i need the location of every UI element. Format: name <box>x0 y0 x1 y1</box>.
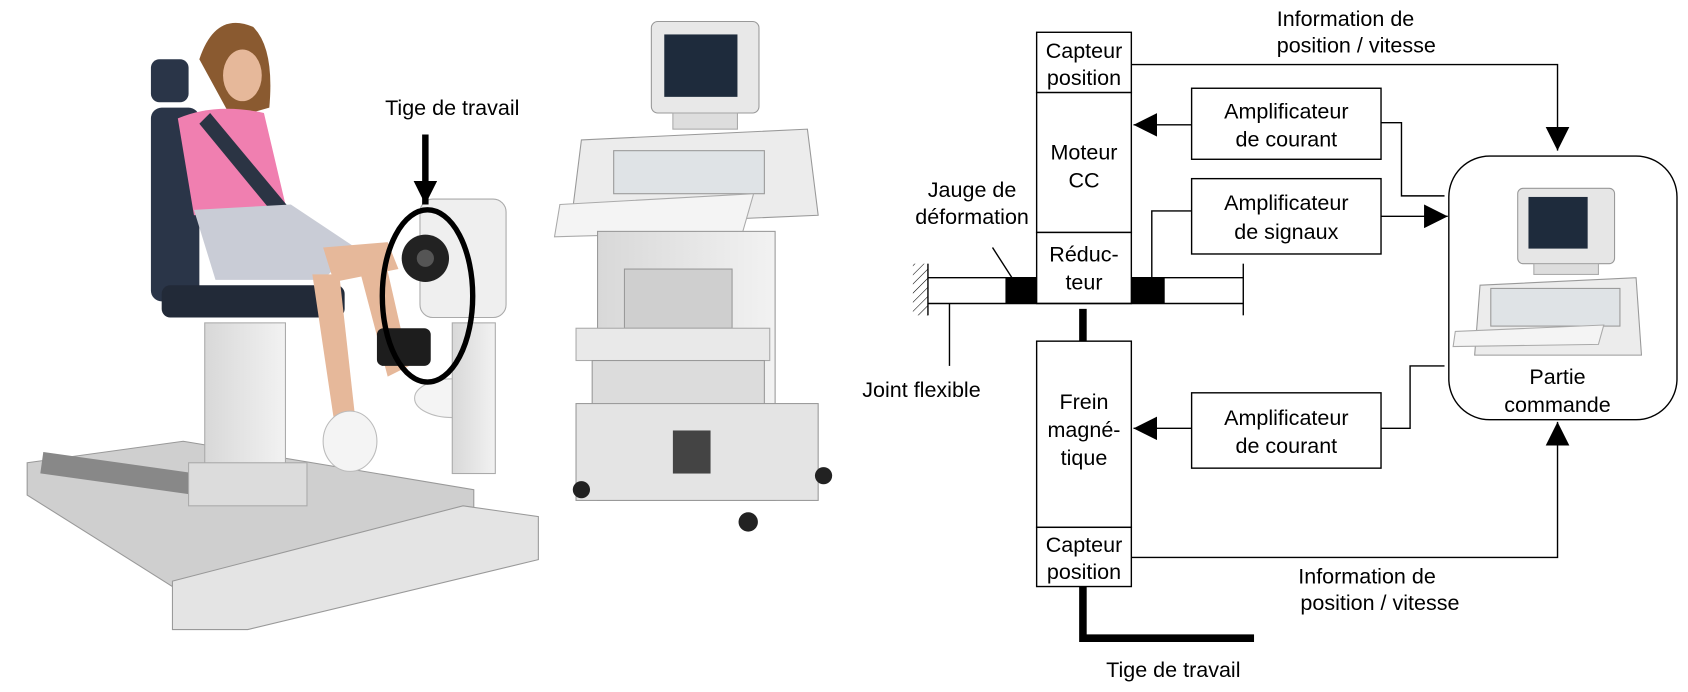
amplificateur-courant-top <box>1190 87 1382 160</box>
amp-courant-top-line1: Amplificateur <box>1224 99 1348 123</box>
tige-label: Tige de travail <box>1106 658 1240 682</box>
computer-cart <box>553 20 833 532</box>
computer-icon <box>1452 187 1643 356</box>
fixed-wall-hatch <box>912 263 928 316</box>
photo-label-tige: Tige de travail <box>385 96 519 120</box>
partie-commande-line2: commande <box>1504 393 1610 417</box>
block-diagram: Information de position / vitesse Capteu… <box>862 7 1678 682</box>
reducteur <box>1035 231 1133 305</box>
amp-signaux-line2: de signaux <box>1234 220 1338 244</box>
amp-signaux-line1: Amplificateur <box>1224 191 1348 215</box>
strain-gauge-left <box>1005 277 1037 304</box>
capteur-position-top <box>1035 31 1133 94</box>
highlight-ellipse <box>379 207 476 385</box>
frein-line1: Frein <box>1059 390 1108 414</box>
amp-courant-top-line2: de courant <box>1235 127 1337 151</box>
amplificateur-courant-bottom <box>1190 392 1382 469</box>
moteur-line1: Moteur <box>1051 140 1118 164</box>
partie-commande-line1: Partie <box>1529 365 1585 389</box>
dynamometer-photo: Tige de travail <box>26 20 833 631</box>
capteur-bottom-line1: Capteur <box>1046 533 1123 557</box>
jauge-line1: Jauge de <box>928 178 1017 202</box>
capteur-bottom-line2: position <box>1047 560 1121 584</box>
dynamometer-head <box>401 198 507 475</box>
shaft <box>912 263 1244 316</box>
chair <box>150 59 345 507</box>
person <box>177 22 491 472</box>
frein-line2: magné- <box>1048 418 1121 442</box>
amp-courant-bottom-line2: de courant <box>1235 434 1337 458</box>
amplificateur-signaux <box>1190 177 1382 255</box>
tige-de-travail <box>1079 586 1255 642</box>
capteur-top-line2: position <box>1047 66 1121 90</box>
moteur-cc <box>1035 91 1133 234</box>
frein-magnetique <box>1035 340 1133 529</box>
capteur-top-line1: Capteur <box>1046 39 1123 63</box>
jauge-line2: déformation <box>915 205 1029 229</box>
machine-base <box>26 440 539 631</box>
reducteur-line1: Réduc- <box>1049 243 1118 267</box>
moteur-line2: CC <box>1068 168 1099 192</box>
top-info-line1: Information de <box>1277 7 1415 31</box>
strain-gauge-right <box>1131 277 1165 304</box>
bottom-info-line2: position / vitesse <box>1300 591 1459 615</box>
amp-courant-bottom-line1: Amplificateur <box>1224 406 1348 430</box>
reducteur-line2: teur <box>1065 270 1102 294</box>
joint-flexible-label: Joint flexible <box>862 378 980 402</box>
bottom-info-line1: Information de <box>1298 564 1436 588</box>
top-info-line2: position / vitesse <box>1277 34 1436 58</box>
frein-line3: tique <box>1061 446 1108 470</box>
